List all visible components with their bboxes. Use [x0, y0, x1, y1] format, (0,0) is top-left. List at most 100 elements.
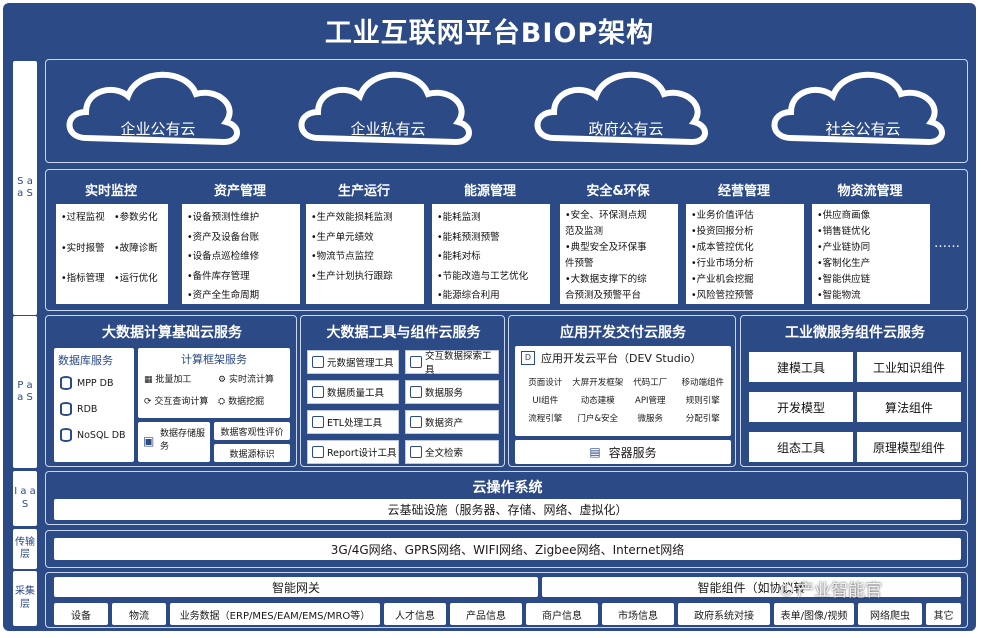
cat-title-asset: 资产管理: [213, 184, 266, 199]
tool-icon: [410, 416, 422, 428]
layer-label-saas: S a a S: [13, 61, 37, 315]
list-item: •资产全生命周期: [187, 290, 260, 301]
layer-label-iaas: I a a S: [13, 471, 37, 526]
dev-studio-icon: D: [521, 351, 535, 365]
list-item: •行业市场分析: [691, 258, 754, 269]
tool-icon: [410, 446, 422, 458]
micro-config-tool: 组态工具: [749, 432, 853, 462]
paas-bigdata-tools-title: 大数据工具与组件云服务: [326, 325, 481, 341]
paas-app-dev: 应用开发交付云服务 D 应用开发云平台（DEV Studio） 页面设计 大屏开…: [508, 315, 736, 467]
list-item: •投资回报分析: [691, 226, 754, 237]
query-icon: ⟳: [144, 397, 155, 407]
micro-principle-model: 原理模型组件: [857, 432, 961, 462]
list-item: •安全、环保测点规: [565, 210, 647, 221]
cat-list-safety: •安全、环保测点规 范及监测 •典型安全及环保事 件预警 •大数据支撑下的综 合…: [560, 204, 678, 304]
container-service-label: 容器服务: [608, 445, 657, 460]
saas-panel: 实时监控 •过程监视 •参数劣化 •实时报警 •故障诊断 •指标管理 •运行优化…: [45, 169, 968, 311]
list-item: 范及监测: [565, 226, 604, 237]
source-talent: 人才信息: [384, 603, 446, 625]
list-item: •故障诊断: [114, 242, 158, 254]
framework-item-label: 批量加工: [155, 375, 192, 385]
micro-algorithm-component: 算法组件: [857, 392, 961, 422]
tool-label: ETL处理工具: [327, 418, 383, 429]
dev-studio-grid: 页面设计 大屏开发框架 代码工厂 移动端组件 UI组件 动态建模 API管理 规…: [519, 376, 729, 424]
clouds-panel: 企业公有云 企业私有云 政府公有云 社会公有云: [45, 59, 968, 163]
cat-list-logistics: •供应商画像 •销售链优化 •产业链协同 •客制化生产 •智能供应链 •智能物流: [812, 204, 930, 304]
stream-icon: ⚙: [218, 375, 229, 385]
cat-title-logistics: 物资流管理: [837, 184, 903, 199]
framework-item-label: 实时流计算: [228, 375, 274, 385]
tool-icon: [410, 386, 422, 398]
dev-item: 微服务: [637, 414, 663, 424]
list-item: •客制化生产: [817, 258, 871, 269]
source-market: 市场信息: [602, 603, 674, 625]
layer-label-transport: 传输层: [13, 529, 37, 569]
list-item: •能耗对标: [437, 251, 481, 262]
wechat-icon: ◔: [780, 579, 794, 598]
list-item: •销售链优化: [817, 226, 871, 237]
list-item: •资产及设备台账: [187, 231, 260, 243]
dev-item: API管理: [635, 396, 666, 406]
db-item-label: RDB: [77, 403, 98, 415]
tool-label: 数据资产: [425, 418, 464, 429]
tool-report: Report设计工具: [307, 440, 399, 464]
container-service-box: ▤ 容器服务: [515, 440, 731, 464]
collect-panel: 智能网关 智能组件（如协议转 设备 物流 业务数据（ERP/MES/EAM/EM…: [45, 572, 968, 628]
watermark-text: 产业智能官: [797, 581, 883, 601]
dev-item: 移动端组件: [681, 378, 724, 388]
database-icon: [60, 376, 72, 390]
source-product: 产品信息: [450, 603, 522, 625]
tool-explore: 交互数据探索工具: [405, 350, 499, 376]
transport-panel: 3G/4G网络、GPRS网络、WIFI网络、Zigbee网络、Internet网…: [45, 530, 968, 568]
collect-component: 智能组件（如协议转: [542, 577, 961, 597]
storage-label: 数据存储服务: [160, 429, 206, 452]
tool-label: 交互数据探索工具: [425, 351, 492, 376]
db-item-label: NoSQL DB: [77, 429, 126, 441]
iaas-infra: 云基础设施（服务器、存储、网络、虚拟化）: [54, 499, 961, 520]
tool-icon: [312, 416, 324, 428]
tool-data-asset: 数据资产: [405, 410, 499, 434]
grid-icon: ▦: [144, 375, 156, 385]
dev-item: 流程引擎: [528, 414, 563, 424]
list-item: 合预测及预警平台: [565, 290, 642, 301]
database-icon: [60, 428, 72, 442]
layer-label-collect: 采集层: [13, 571, 37, 626]
list-item: •产业链协同: [817, 242, 871, 253]
paas-bigdata-tools: 大数据工具与组件云服务 元数据管理工具 交互数据探索工具 数据质量工具 数据服务…: [300, 315, 505, 467]
paas-bigdata-compute-title: 大数据计算基础云服务: [102, 325, 242, 341]
source-merchant: 商户信息: [526, 603, 598, 625]
tool-icon: [410, 356, 422, 368]
framework-item-mining: ⛭ 数据挖掘: [218, 394, 264, 407]
iaas-panel: 云操作系统 云基础设施（服务器、存储、网络、虚拟化）: [45, 471, 968, 525]
iaas-title: 云操作系统: [472, 480, 543, 496]
list-item: •生产计划执行跟踪: [311, 270, 393, 282]
list-item: •物流节点监控: [311, 251, 374, 262]
list-item: •供应商画像: [817, 210, 871, 221]
list-item: •智能供应链: [817, 274, 871, 285]
micro-modeling-tool: 建模工具: [749, 352, 853, 382]
tool-icon: [312, 386, 324, 398]
cloud-social-public: 社会公有云: [825, 120, 901, 138]
dev-item: UI组件: [532, 396, 559, 406]
dev-item: 代码工厂: [633, 378, 668, 388]
dev-studio-header: D 应用开发云平台（DEV Studio）: [521, 350, 701, 366]
tool-label: 数据服务: [425, 388, 464, 399]
cat-list-energy: •能耗监测 •能耗预测预警 •能耗对标 •节能改造与工艺优化 •能源综合利用: [432, 204, 550, 304]
tool-label: 全文检索: [425, 448, 464, 459]
list-item: •智能物流: [817, 290, 861, 301]
cloud-shape-2: [298, 71, 472, 146]
dev-item: 动态建模: [580, 396, 615, 406]
watermark: ◔ 产业智能官: [780, 576, 883, 602]
tool-icon: [312, 356, 324, 368]
paas-app-dev-title: 应用开发交付云服务: [560, 325, 686, 341]
source-logistics: 物流: [112, 603, 166, 625]
cat-title-business: 经营管理: [717, 184, 770, 199]
source-device: 设备: [54, 603, 108, 625]
paas-bigdata-compute: 大数据计算基础云服务 数据库服务 MPP DB RDB NoSQL DB 计算框…: [45, 315, 297, 467]
db-item-mpp: MPP DB: [60, 376, 114, 390]
dev-item: 页面设计: [528, 378, 563, 388]
storage-box: ▣ 数据存储服务: [138, 422, 210, 462]
list-item: •节能改造与工艺优化: [437, 270, 529, 282]
source-media: 表单/图像/视频: [774, 603, 854, 625]
tool-label: 元数据管理工具: [327, 358, 394, 369]
